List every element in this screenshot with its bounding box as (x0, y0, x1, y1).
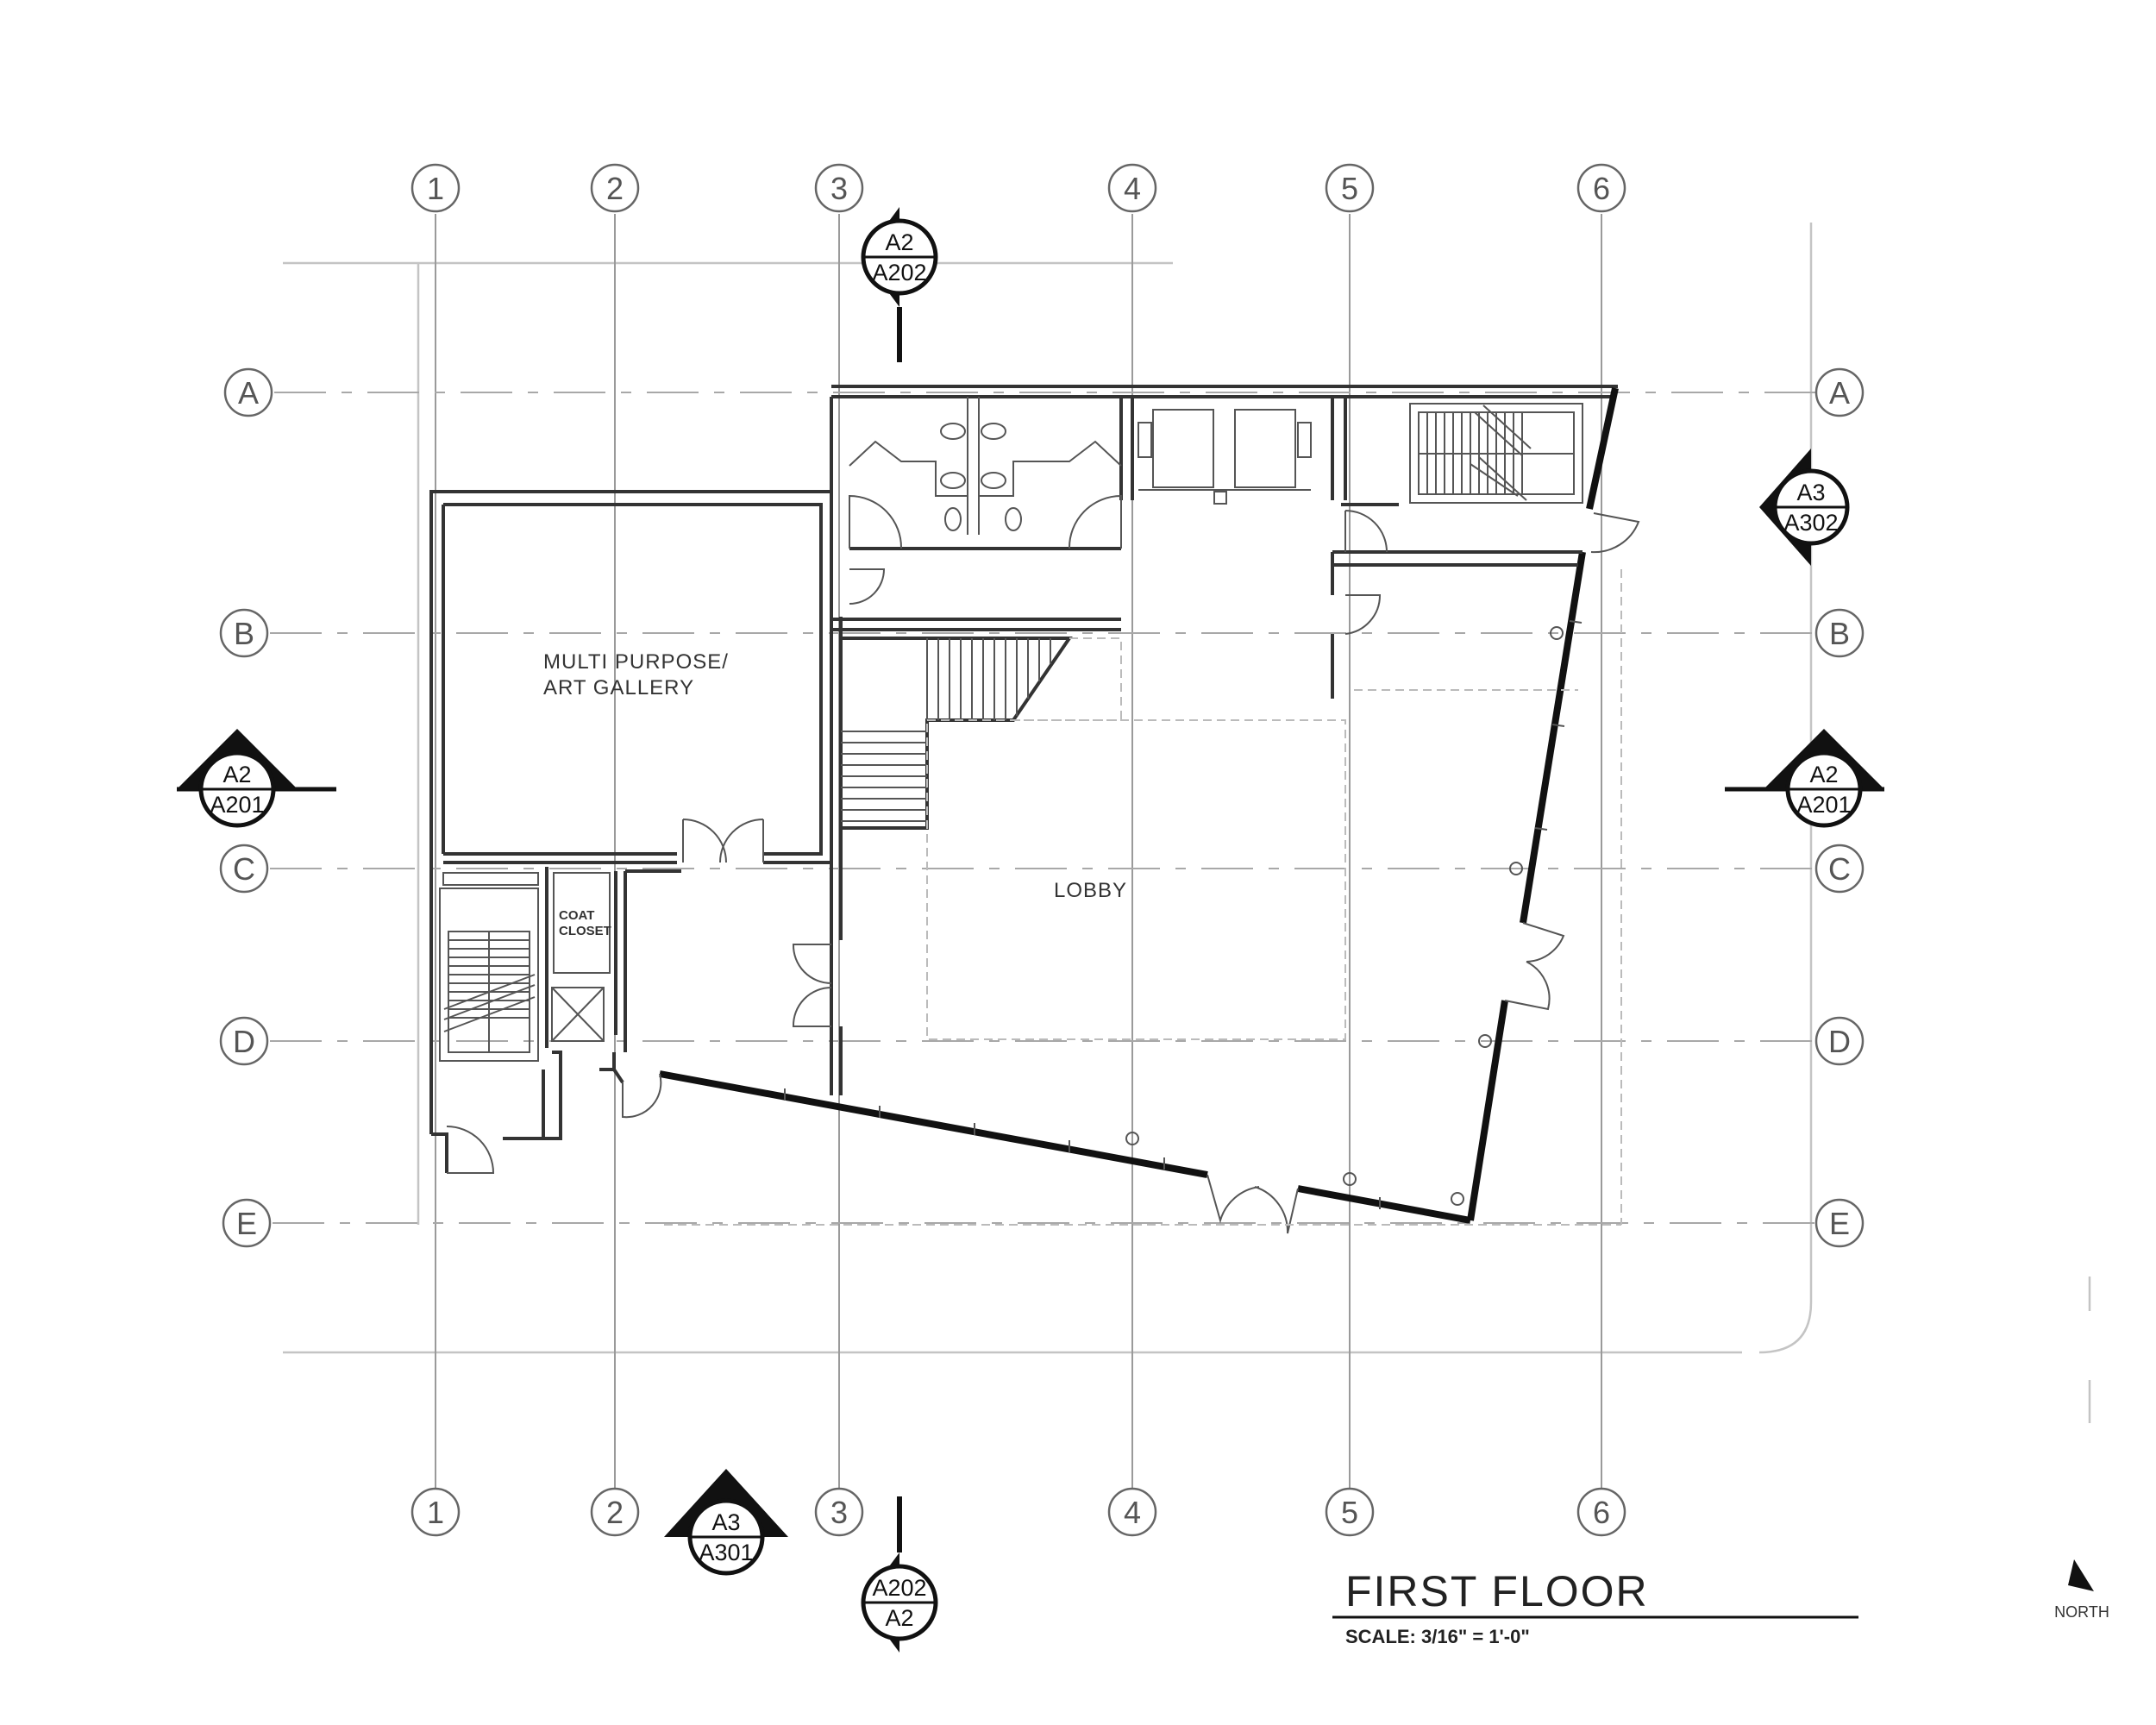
section-marker-top: A2 A202 (861, 207, 938, 362)
svg-text:4: 4 (1124, 171, 1141, 206)
north-arrow-icon (2068, 1559, 2094, 1591)
mullions (784, 620, 1583, 1209)
north-arrow: NORTH (2054, 1559, 2109, 1621)
svg-text:A3: A3 (711, 1509, 740, 1535)
room-label-multi-purpose: MULTI PURPOSE/ (543, 650, 729, 674)
grid-bubble-col-1: 1 (411, 1487, 461, 1537)
grid-bubble-col-6: 6 (1576, 163, 1626, 213)
grid-bubble-col-5: 5 (1325, 163, 1375, 213)
section-marker-right-upper: A3 A302 (1759, 448, 1850, 566)
room-label-art-gallery: ART GALLERY (543, 676, 694, 699)
grid-bubble-row-e: E (222, 1198, 272, 1248)
grid-bubbles-right: A B C D E (1814, 367, 1865, 1248)
structural-columns (1125, 626, 1564, 1206)
svg-text:A202: A202 (872, 260, 926, 285)
section-marker-left: A2 A201 (177, 729, 336, 828)
drawing-scale: SCALE: 3/16" = 1'-0" (1345, 1626, 1530, 1647)
svg-text:A2: A2 (222, 762, 251, 787)
grid-bubble-row-c: C (219, 844, 269, 894)
grid-bubble-col-3: 3 (814, 163, 864, 213)
svg-text:5: 5 (1341, 1495, 1358, 1530)
svg-text:A3: A3 (1796, 480, 1825, 505)
restroom-fixtures (849, 397, 1122, 535)
stair-lobby (841, 637, 1122, 830)
svg-text:3: 3 (830, 171, 848, 206)
grid-lines (270, 214, 1815, 1488)
grid-bubble-row-d: D (219, 1016, 269, 1066)
svg-text:C: C (1828, 851, 1851, 887)
svg-text:A302: A302 (1783, 510, 1838, 536)
svg-text:B: B (234, 616, 254, 651)
grid-bubble-col-5: 5 (1325, 1487, 1375, 1537)
svg-text:6: 6 (1593, 1495, 1610, 1530)
room-labels: MULTI PURPOSE/ ART GALLERY LOBBY COAT CL… (543, 650, 1127, 938)
svg-text:A2: A2 (885, 229, 913, 255)
svg-text:B: B (1829, 616, 1850, 651)
grid-bubble-col-3: 3 (814, 1487, 864, 1537)
grid-bubble-row-d: D (1814, 1016, 1865, 1066)
svg-text:D: D (233, 1024, 255, 1059)
grid-bubble-row-c: C (1814, 844, 1865, 894)
svg-text:6: 6 (1593, 171, 1610, 206)
grid-bubble-row-b: B (1814, 608, 1865, 658)
elevators (551, 409, 1312, 1042)
svg-text:D: D (1828, 1024, 1851, 1059)
room-label-lobby: LOBBY (1054, 879, 1127, 902)
svg-text:A: A (238, 375, 259, 411)
grid-bubble-row-b: B (219, 608, 269, 658)
svg-text:2: 2 (606, 171, 624, 206)
grid-bubble-col-4: 4 (1107, 163, 1157, 213)
stair-ne (1409, 403, 1583, 504)
svg-text:A2: A2 (1809, 762, 1838, 787)
grid-bubble-col-2: 2 (590, 1487, 640, 1537)
section-marker-bottom-center: A202 A2 (861, 1496, 938, 1653)
drawing-title: FIRST FLOOR (1345, 1567, 1649, 1615)
grid-bubble-col-6: 6 (1576, 1487, 1626, 1537)
svg-text:A201: A201 (1796, 792, 1851, 818)
section-marker-right-middle: A2 A201 (1725, 729, 1884, 828)
svg-text:1: 1 (427, 171, 444, 206)
svg-text:1: 1 (427, 1495, 444, 1530)
room-label-closet: CLOSET (559, 924, 611, 938)
grid-bubble-row-a: A (223, 367, 273, 417)
svg-text:C: C (233, 851, 255, 887)
svg-text:5: 5 (1341, 171, 1358, 206)
svg-text:A202: A202 (872, 1575, 926, 1601)
lobby-features (664, 569, 1622, 1226)
grid-bubble-row-a: A (1814, 367, 1865, 417)
north-label: NORTH (2054, 1603, 2109, 1621)
grid-bubble-col-4: 4 (1107, 1487, 1157, 1537)
svg-text:4: 4 (1124, 1495, 1141, 1530)
stair-sw (439, 872, 611, 1062)
grid-bubble-col-1: 1 (411, 163, 461, 213)
svg-text:2: 2 (606, 1495, 624, 1530)
svg-text:A301: A301 (699, 1540, 753, 1565)
svg-text:E: E (236, 1206, 257, 1241)
walls (429, 385, 1619, 1224)
section-marker-bottom-left: A3 A301 (664, 1469, 788, 1576)
title-block: FIRST FLOOR SCALE: 3/16" = 1'-0" (1332, 1567, 1858, 1647)
svg-text:A201: A201 (210, 792, 264, 818)
room-label-coat: COAT (559, 908, 594, 923)
svg-text:A: A (1829, 375, 1850, 411)
grid-bubbles-bottom: 1 2 3 4 5 6 (411, 1487, 1626, 1537)
grid-bubble-row-e: E (1814, 1198, 1865, 1248)
svg-text:3: 3 (830, 1495, 848, 1530)
grid-bubbles-left: A B C D E (219, 367, 273, 1248)
doors (446, 494, 1640, 1234)
svg-text:E: E (1829, 1206, 1850, 1241)
grid-bubble-col-2: 2 (590, 163, 640, 213)
site-lines (283, 223, 2091, 1423)
grid-bubbles-top: 1 2 3 4 5 6 (411, 163, 1626, 213)
svg-text:A2: A2 (885, 1605, 913, 1631)
